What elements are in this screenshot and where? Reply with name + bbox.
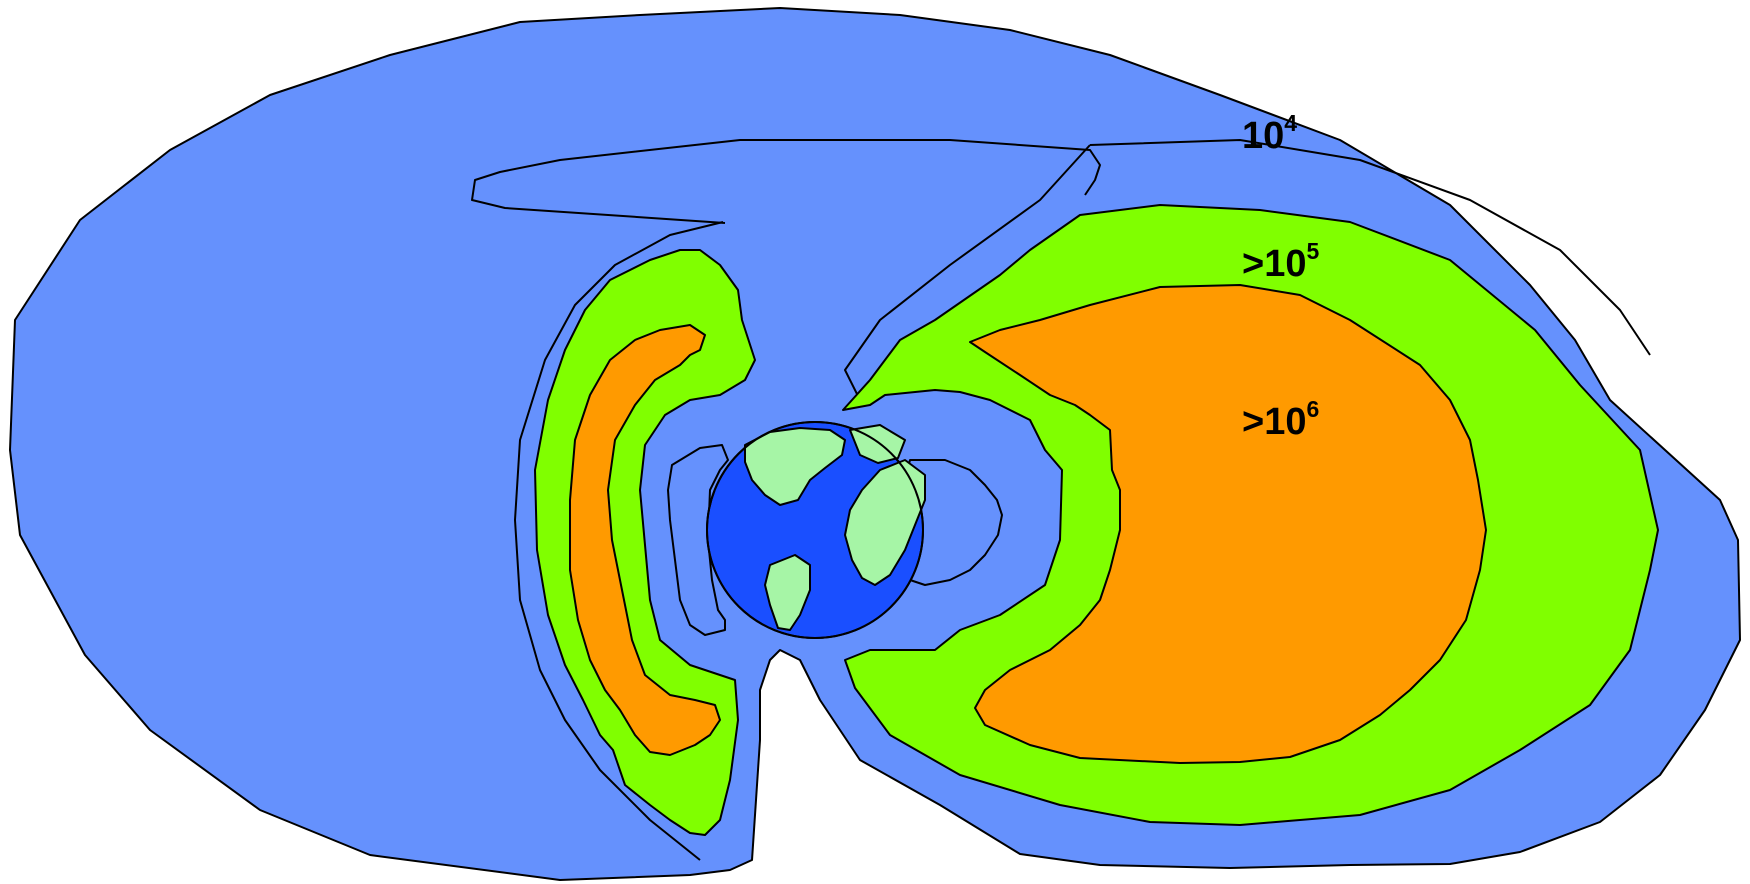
europe-africa [844, 459, 926, 586]
inner-zone-right [969, 284, 1487, 764]
inner-blue-lobe-left [667, 444, 729, 636]
earth-globe-icon [706, 421, 926, 639]
middle-zone-label-exp: 5 [1306, 238, 1319, 264]
outer-zone-label: 104 [1242, 110, 1297, 157]
south-america [764, 554, 811, 631]
north-america [744, 427, 846, 506]
middle-zone-label: >105 [1242, 238, 1319, 285]
inner-zone-left [569, 324, 721, 756]
outer-inner-line-left [844, 144, 1091, 401]
outer-zone-label-base: 10 [1242, 115, 1284, 157]
inner-zone-label-base: >10 [1242, 401, 1306, 443]
outer-inner-line [1089, 139, 1651, 356]
loop-line [471, 139, 1101, 224]
outer-zone-label-exp: 4 [1284, 110, 1297, 136]
inner-zone-label: >106 [1242, 396, 1319, 443]
left-crescent-outline [514, 221, 724, 861]
inner-zone-label-exp: 6 [1306, 396, 1319, 422]
middle-zone-label-base: >10 [1242, 243, 1306, 285]
